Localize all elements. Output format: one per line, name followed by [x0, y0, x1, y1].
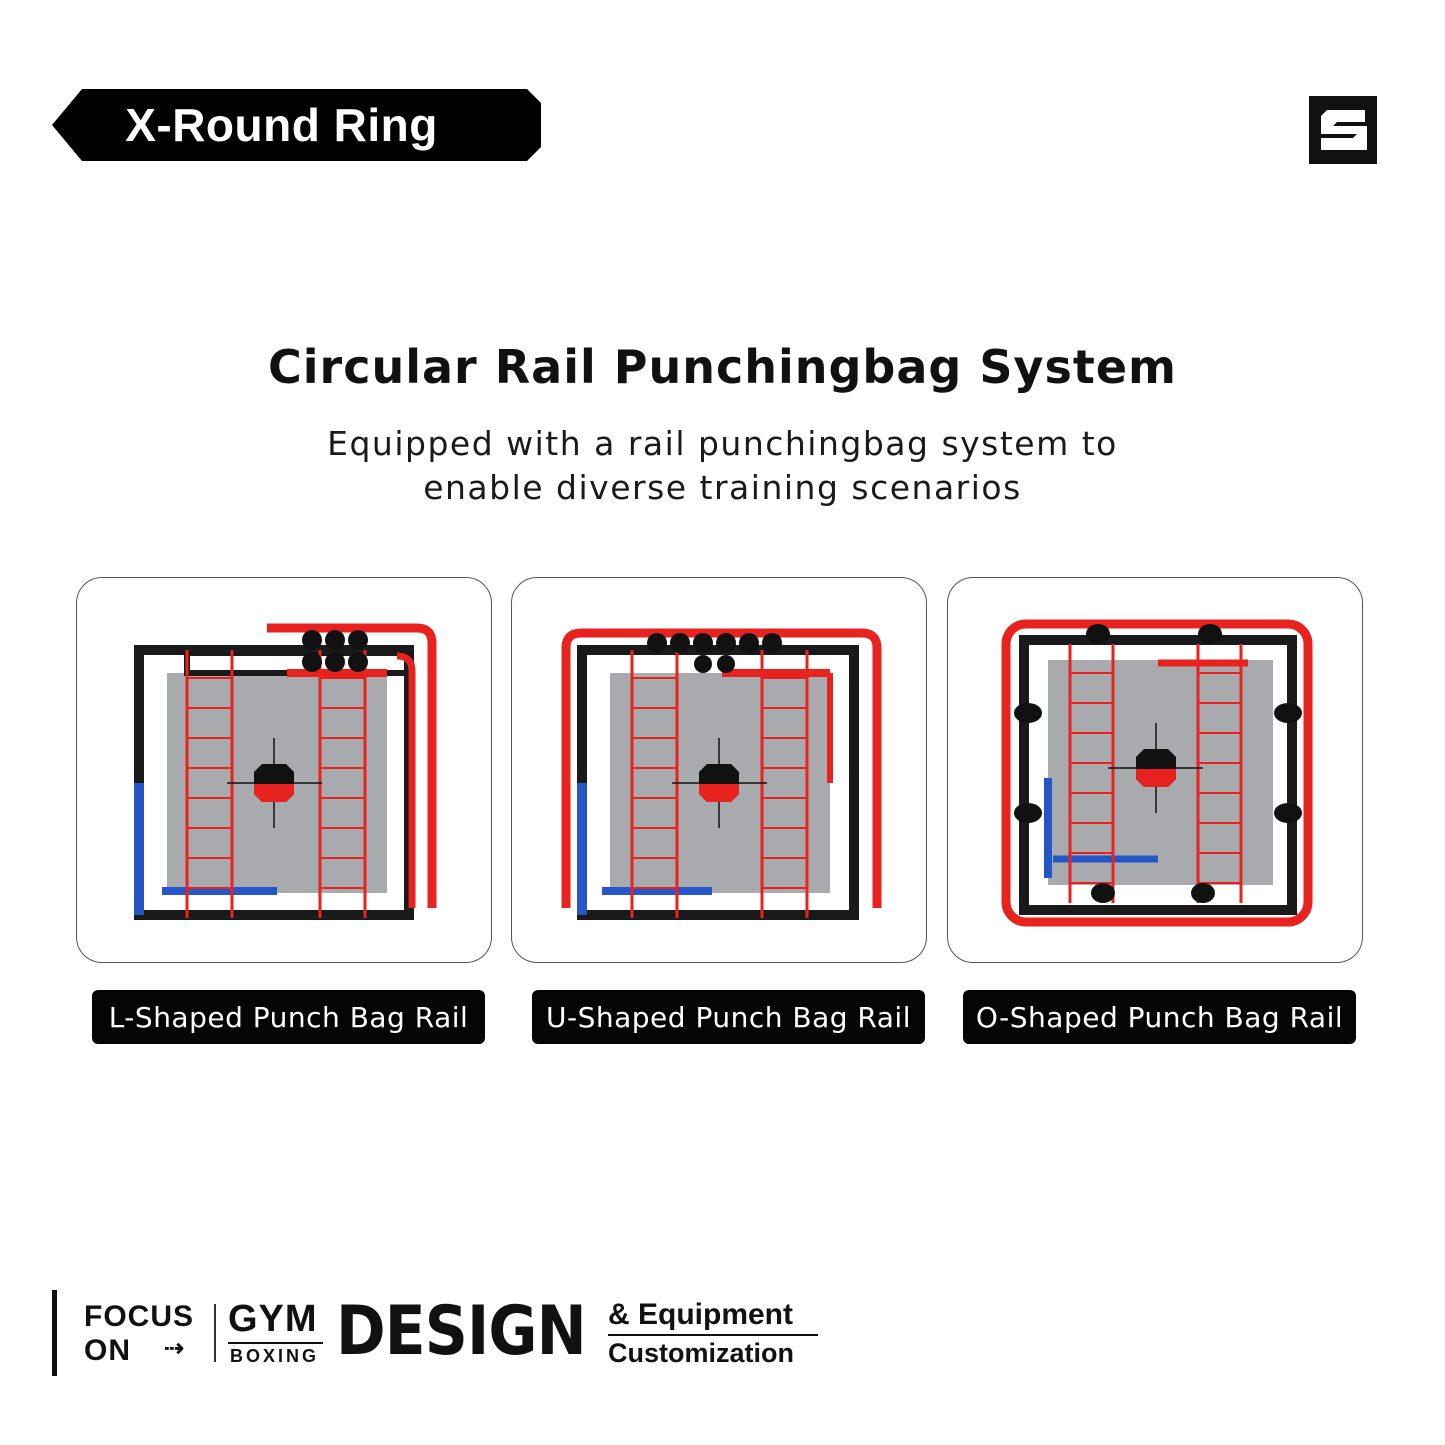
arrow-right-icon: ⇢	[164, 1335, 185, 1362]
footer-slogan: FOCUS ON ⇢ GYM BOXING DESIGN & Equipment…	[52, 1290, 852, 1376]
footer-equipment-underline	[608, 1334, 818, 1336]
footer-accent-bar	[52, 1290, 57, 1376]
footer-focus-on: FOCUS ON	[84, 1300, 194, 1368]
option-card-u-shaped	[511, 577, 927, 963]
footer-on: ON	[84, 1334, 131, 1367]
u-shaped-ring-illustration	[561, 628, 882, 920]
footer-gym: GYM	[228, 1298, 318, 1340]
footer-gym-underline	[228, 1342, 323, 1344]
section-subtitle-line1: Equipped with a rail punchingbag system …	[327, 424, 1118, 463]
footer-boxing: BOXING	[230, 1346, 320, 1366]
caption-u-shaped: U-Shaped Punch Bag Rail	[532, 990, 925, 1044]
section-subtitle-line2: enable diverse training scenarios	[423, 468, 1022, 507]
l-shaped-ring-illustration	[134, 623, 437, 920]
badge-shape	[52, 89, 541, 161]
footer-customization: Customization	[608, 1338, 794, 1368]
footer-divider	[214, 1304, 216, 1362]
caption-l-shaped: L-Shaped Punch Bag Rail	[92, 990, 485, 1044]
option-card-o-shaped	[947, 577, 1363, 963]
badge-title: X-Round Ring	[125, 99, 438, 151]
brand-s-logo-icon	[1309, 96, 1377, 164]
o-shaped-ring-illustration	[1001, 619, 1313, 927]
option-card-l-shaped	[76, 577, 492, 963]
footer-equipment: & Equipment	[608, 1298, 793, 1331]
footer-design: DESIGN	[336, 1292, 587, 1371]
section-title: Circular Rail Punchingbag System	[268, 340, 1177, 394]
header-badge: X-Round Ring	[52, 89, 541, 161]
caption-o-shaped: O-Shaped Punch Bag Rail	[963, 990, 1356, 1044]
footer-focus: FOCUS	[84, 1300, 194, 1333]
